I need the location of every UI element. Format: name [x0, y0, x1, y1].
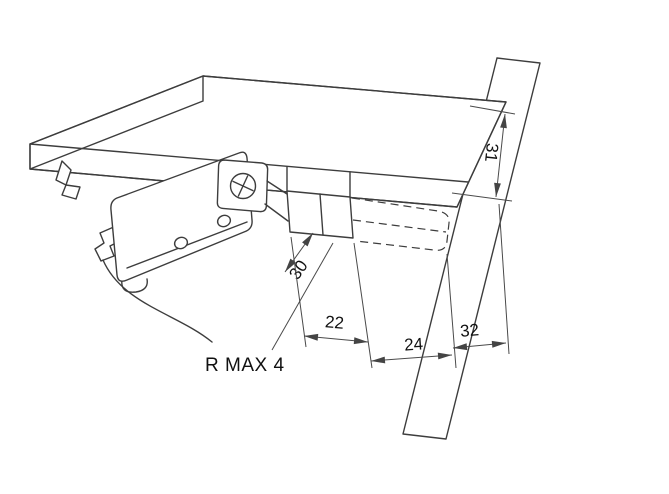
screw-cross	[232, 175, 254, 197]
hidden-outline	[351, 197, 450, 251]
dimension-label-22: 22	[324, 312, 345, 333]
strike-block	[286, 166, 354, 239]
hidden-outline-path	[351, 197, 450, 251]
latch-arm	[264, 180, 289, 222]
dimension-line	[284, 232, 314, 273]
tab-lower	[61, 184, 81, 200]
extension-lines	[446, 253, 457, 369]
side-panel	[402, 57, 541, 440]
cord-curve	[102, 259, 213, 343]
strike-block-divider	[319, 193, 324, 236]
extension-lines	[290, 236, 373, 369]
dimension-label-30: 30	[285, 257, 311, 283]
dimension-line	[370, 352, 453, 364]
top-panel	[29, 75, 507, 208]
dimension-22: 22	[290, 236, 373, 369]
dimension-line	[303, 333, 369, 345]
dimension-label-24: 24	[404, 334, 424, 354]
strike-block-face	[286, 190, 354, 239]
bracket-hole	[173, 236, 189, 250]
strike-notch-ticks	[286, 166, 351, 198]
hidden-axis-line	[352, 219, 447, 233]
radius-annotation: R MAX 4	[205, 242, 334, 376]
radius-note-label: R MAX 4	[205, 355, 285, 376]
side-panel-edges	[402, 57, 541, 440]
latch-bracket	[94, 151, 289, 343]
dimension-32: 32	[452, 203, 510, 355]
dimension-30: 30	[284, 232, 314, 283]
dimension-line	[452, 340, 507, 351]
edge-mounting-tab	[55, 160, 81, 200]
leader-line	[271, 242, 334, 351]
dimension-label-31: 31	[481, 142, 502, 163]
screw-head	[229, 172, 257, 200]
dimension-24: 24	[370, 253, 457, 369]
bracket-body	[110, 151, 253, 282]
dimension-31: 31	[451, 105, 516, 202]
dimension-line	[494, 113, 507, 198]
dimension-label-32: 32	[459, 320, 480, 341]
bracket-hole	[216, 214, 232, 228]
extension-lines	[451, 105, 516, 202]
extension-lines	[498, 203, 510, 355]
